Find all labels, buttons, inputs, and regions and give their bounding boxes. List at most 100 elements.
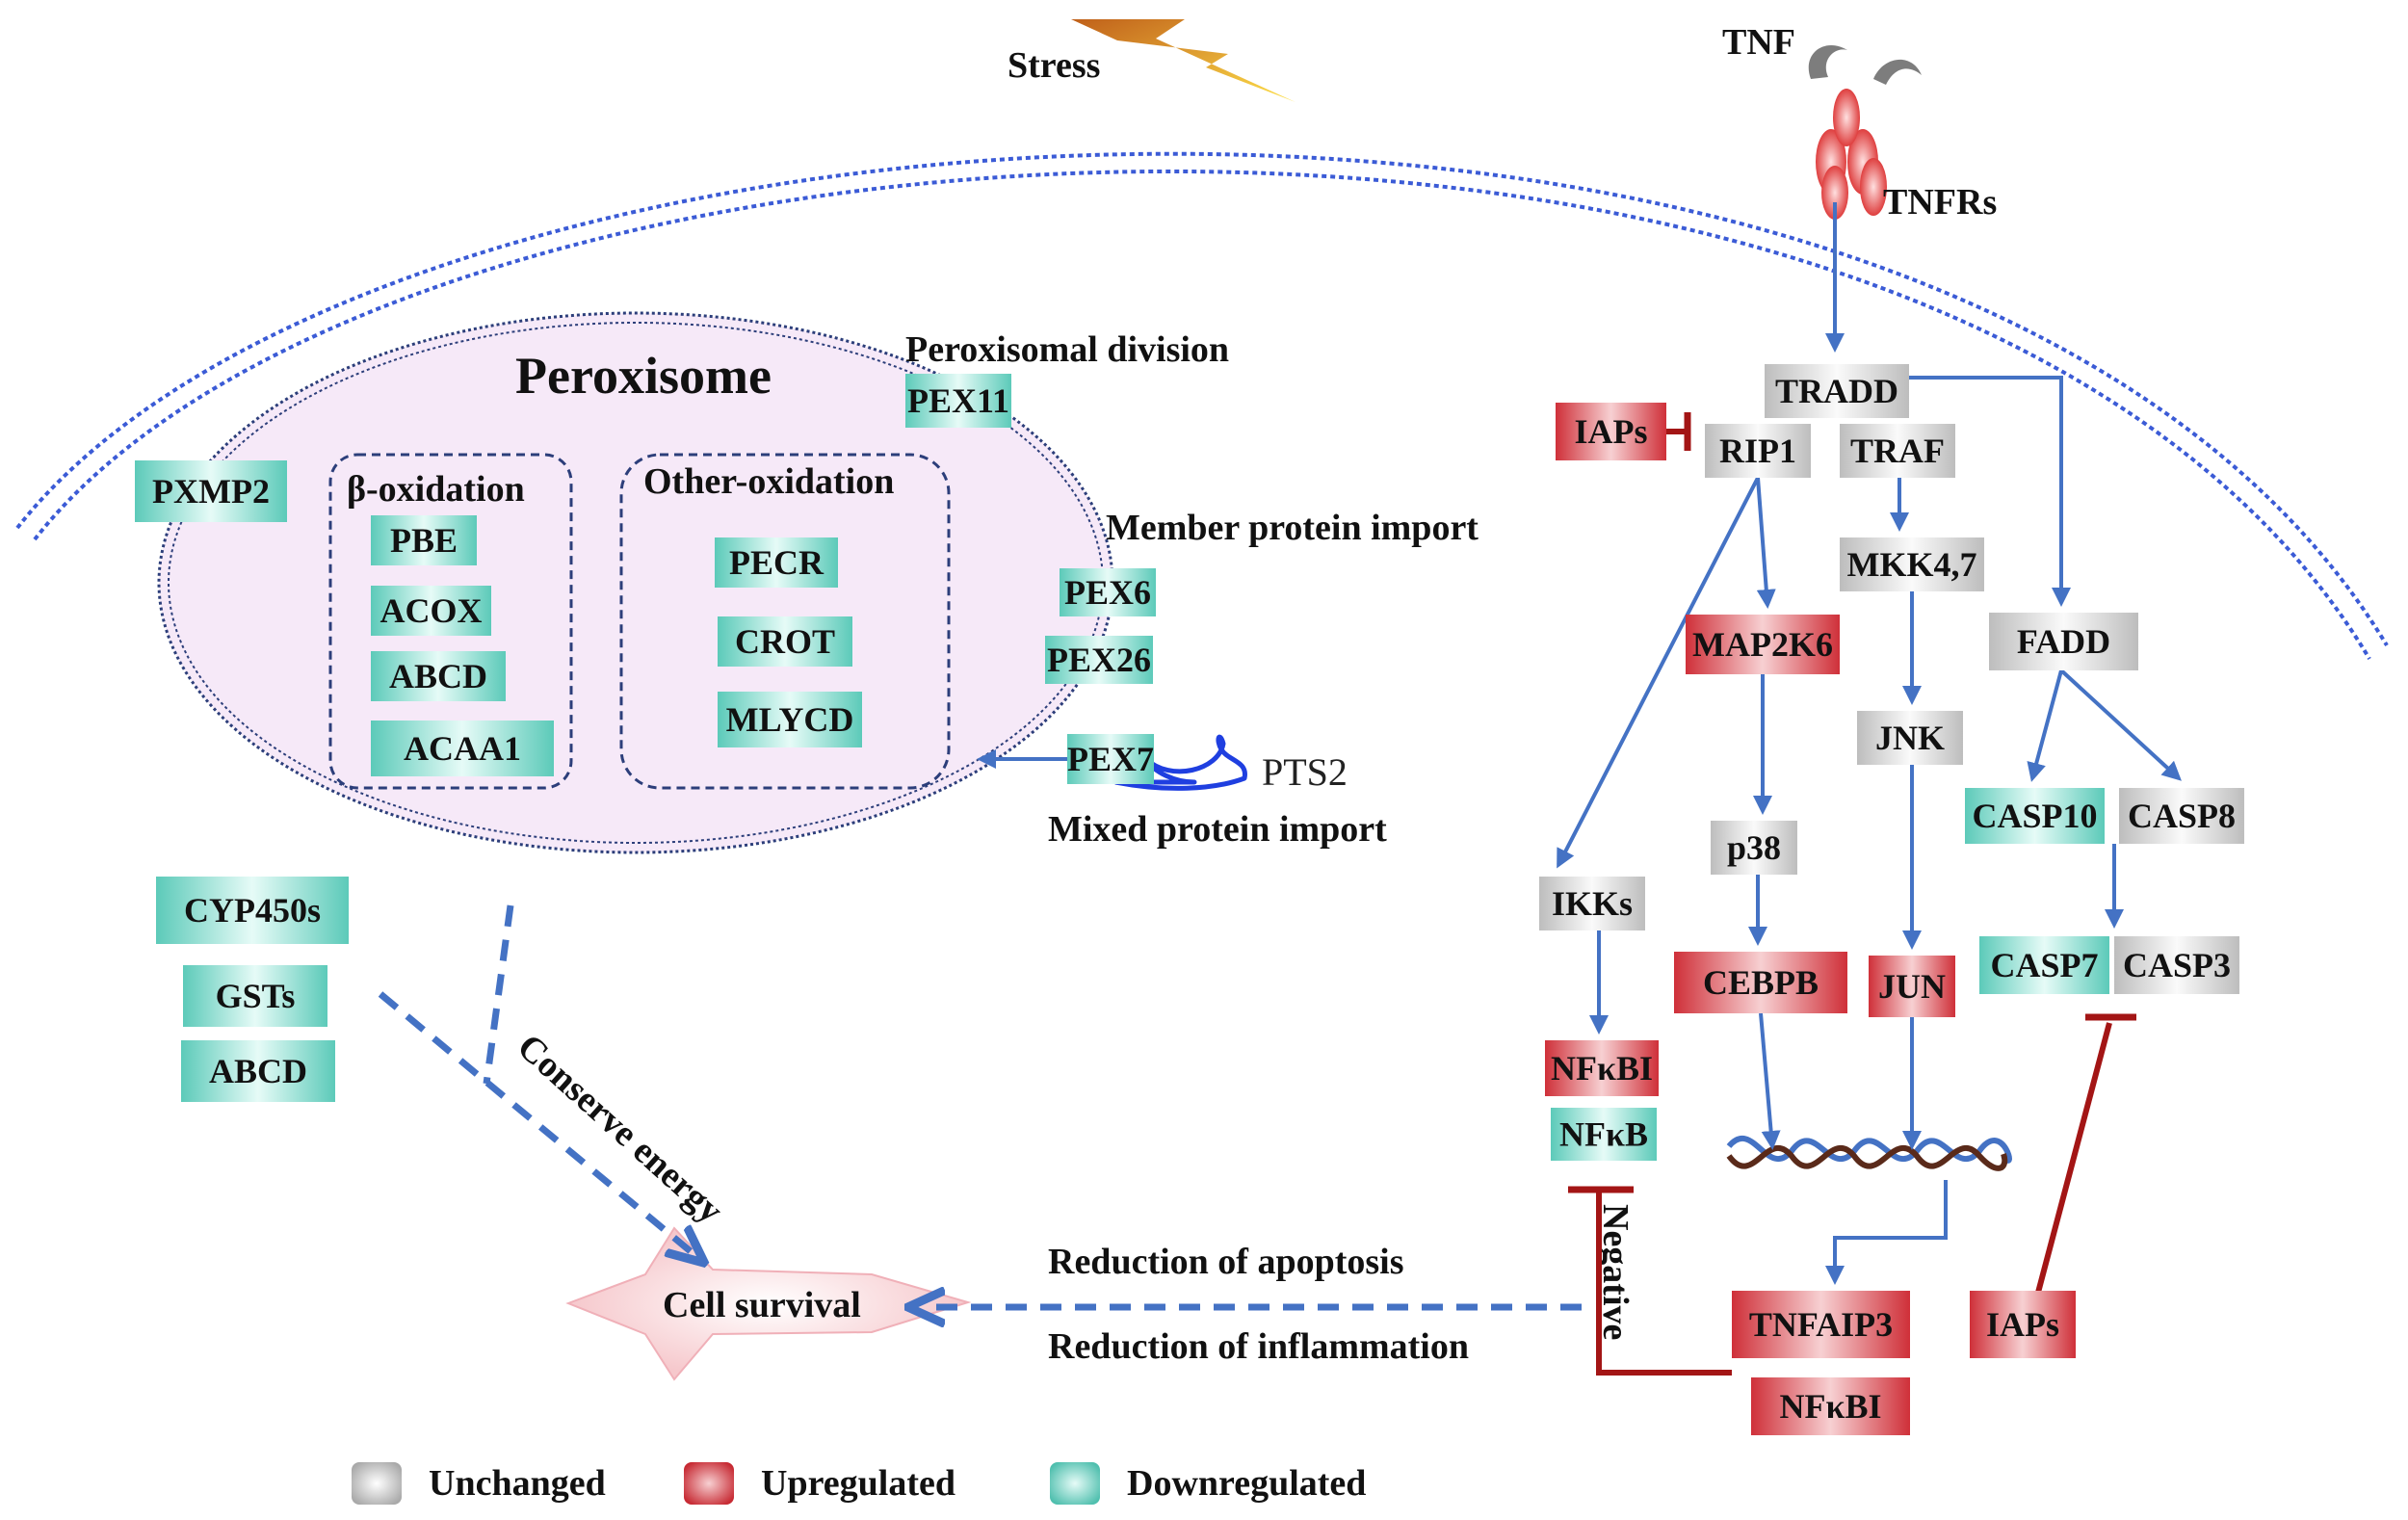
- edge-tradd-fadd: [1909, 376, 2071, 607]
- legend: Unchanged Upregulated Downregulated: [352, 1462, 1366, 1505]
- legend-swatch: [684, 1462, 734, 1505]
- reduction-apoptosis-label: Reduction of apoptosis: [1048, 1242, 1404, 1282]
- legend-item-up: Upregulated: [684, 1462, 955, 1505]
- node-jnk: JNK: [1857, 711, 1963, 765]
- node-label: PEX7: [1067, 740, 1154, 778]
- other-oxidation-label: Other-oxidation: [643, 461, 894, 502]
- node-pxmp2: PXMP2: [135, 460, 287, 522]
- node-traf: TRAF: [1840, 424, 1955, 478]
- node-label: CASP7: [1990, 946, 2098, 984]
- node-nfkbi-bottom: NFκBI: [1751, 1377, 1910, 1435]
- beta-oxidation-box: [328, 453, 573, 790]
- node-acox: ACOX: [371, 586, 491, 636]
- node-pex7: PEX7: [1067, 734, 1154, 784]
- node-casp8: CASP8: [2119, 788, 2244, 844]
- node-pex26: PEX26: [1045, 636, 1153, 684]
- edge-peroxisome-survival: [483, 904, 514, 1085]
- edge-fadd-casp8: [2059, 668, 2182, 781]
- tnfrs-label: TNFRs: [1883, 182, 1997, 223]
- node-label: IKKs: [1552, 884, 1633, 923]
- cell-survival-label: Cell survival: [663, 1285, 861, 1325]
- node-mkk47: MKK4,7: [1840, 537, 1984, 591]
- node-iaps-top: IAPs: [1556, 403, 1666, 460]
- legend-label: Upregulated: [761, 1463, 955, 1504]
- node-label: ACOX: [380, 591, 483, 630]
- node-label: p38: [1727, 828, 1781, 867]
- peroxisomal-division-label: Peroxisomal division: [905, 329, 1229, 370]
- node-label: IAPs: [1986, 1305, 2059, 1344]
- legend-swatch: [352, 1462, 402, 1505]
- other-oxidation-box: [619, 453, 951, 790]
- node-map2k6: MAP2K6: [1686, 615, 1840, 674]
- node-cebpb: CEBPB: [1674, 952, 1847, 1013]
- edge-dna-tnfaip3: [1825, 1180, 1948, 1285]
- node-tnfaip3: TNFAIP3: [1732, 1291, 1910, 1358]
- stress-label: Stress: [1008, 45, 1100, 86]
- reduction-inflammation-label: Reduction of inflammation: [1048, 1326, 1469, 1367]
- node-label: CASP8: [2128, 797, 2236, 835]
- peroxisome-title: Peroxisome: [515, 347, 772, 405]
- node-abcd-beta: ABCD: [371, 651, 506, 701]
- node-casp10: CASP10: [1965, 788, 2105, 844]
- node-ikks: IKKs: [1539, 877, 1645, 930]
- stress-bolt-icon: [1071, 19, 1296, 102]
- node-label: PEX6: [1064, 573, 1151, 612]
- node-label: ABCD: [389, 657, 487, 695]
- node-pex6: PEX6: [1060, 568, 1156, 616]
- node-pecr: PECR: [715, 537, 838, 588]
- node-label: NFκB: [1559, 1115, 1648, 1154]
- node-pbe: PBE: [371, 515, 477, 565]
- inhibit-tnfaip3-nfkb: [1596, 1190, 1732, 1376]
- node-label: MKK4,7: [1847, 545, 1977, 584]
- node-label: MAP2K6: [1692, 625, 1833, 664]
- tnf-ligand-icon: [1808, 44, 1922, 85]
- edge-cebpb-dna: [1759, 1012, 1781, 1150]
- node-pex11: PEX11: [905, 374, 1011, 428]
- node-label: PBE: [390, 521, 458, 560]
- pts2-label: PTS2: [1262, 750, 1348, 794]
- node-abcd: ABCD: [181, 1040, 335, 1102]
- node-gsts: GSTs: [183, 965, 327, 1027]
- node-nfkb: NFκB: [1551, 1108, 1657, 1161]
- legend-label: Unchanged: [429, 1463, 606, 1504]
- cell-membrane: [15, 151, 2389, 661]
- beta-oxidation-label: β-oxidation: [347, 469, 525, 510]
- node-label: TRAF: [1850, 432, 1945, 470]
- node-label: CASP3: [2123, 946, 2231, 984]
- legend-label: Downregulated: [1127, 1463, 1366, 1504]
- node-nfkbi-top: NFκBI: [1545, 1040, 1659, 1096]
- node-label: NFκBI: [1551, 1049, 1653, 1088]
- node-label: CROT: [735, 622, 835, 661]
- node-tradd: TRADD: [1765, 364, 1909, 418]
- legend-swatch: [1050, 1462, 1100, 1505]
- member-protein-import-label: Member protein import: [1106, 508, 1479, 548]
- node-label: CASP10: [1972, 797, 2097, 835]
- node-label: TNFAIP3: [1749, 1305, 1893, 1344]
- node-label: ABCD: [209, 1052, 307, 1090]
- pathway-edges: [378, 202, 2182, 1376]
- node-label: GSTs: [216, 977, 296, 1015]
- legend-item-unchanged: Unchanged: [352, 1462, 606, 1505]
- node-label: MLYCD: [726, 700, 854, 739]
- node-label: IAPs: [1574, 412, 1647, 451]
- tnf-label: TNF: [1722, 22, 1795, 63]
- node-label: JUN: [1878, 967, 1946, 1006]
- node-label: JNK: [1875, 719, 1945, 757]
- node-label: PEX11: [907, 381, 1009, 420]
- edge-fadd-casp10: [2027, 669, 2063, 782]
- node-label: ACAA1: [404, 729, 521, 768]
- tnfr-receptor-icon: [1816, 89, 1887, 220]
- node-label: FADD: [2017, 622, 2110, 661]
- node-casp7: CASP7: [1979, 936, 2109, 994]
- node-crot: CROT: [718, 616, 852, 667]
- node-mlycd: MLYCD: [718, 692, 862, 747]
- node-cyp450s: CYP450s: [156, 877, 349, 944]
- node-label: PECR: [729, 543, 824, 582]
- mixed-protein-import-label: Mixed protein import: [1048, 809, 1387, 850]
- node-label: RIP1: [1719, 432, 1796, 470]
- edge-rip1-map2k6: [1756, 477, 1776, 609]
- node-jun: JUN: [1869, 956, 1955, 1017]
- node-p38: p38: [1711, 821, 1797, 875]
